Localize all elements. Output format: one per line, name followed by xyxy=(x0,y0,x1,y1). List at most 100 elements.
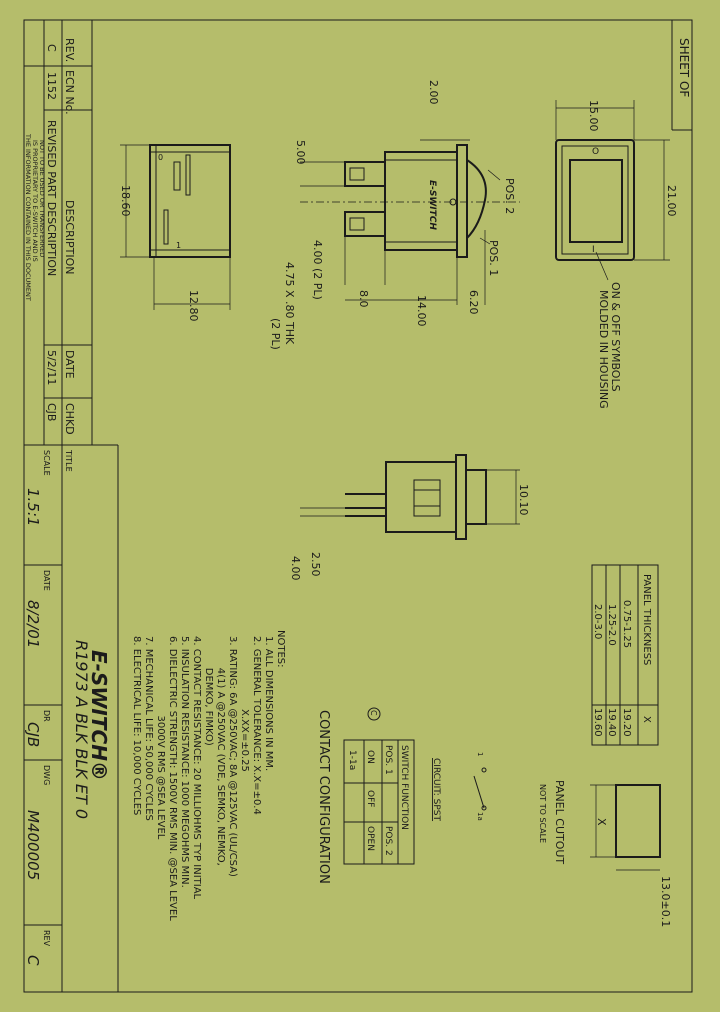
rev-label: REV xyxy=(42,930,51,947)
circuit-label: CIRCUIT: SPST xyxy=(431,758,441,822)
table-header-thickness: PANEL THICKNESS xyxy=(641,574,652,665)
note-line-4: 3. RATING: 6A @250VAC; 8A @125VAC (UL/CS… xyxy=(227,636,238,877)
pos2-header: POS. 2 xyxy=(383,826,393,856)
scale-label: SCALE xyxy=(42,450,51,476)
switch-front-view: O I 15.00 21.00 ON & OFF SYMBOLS MOLDED … xyxy=(555,100,678,409)
rev-value: C xyxy=(24,955,42,966)
panel-cutout-subtitle: NOT TO SCALE xyxy=(538,784,547,843)
dim-6-20: 6.20 xyxy=(467,290,480,315)
table-row-1-thickness: 0.75-1.25 xyxy=(621,600,632,648)
svg-text:I: I xyxy=(592,245,595,255)
sheet-of-box: SHEET OF xyxy=(671,20,692,131)
row-open: OPEN xyxy=(365,826,375,851)
revision-block: REV. ECN No. DESCRIPTION DATE CHKD C 115… xyxy=(24,20,118,446)
date-header: DATE xyxy=(63,350,76,379)
terminal-1: 1 xyxy=(476,752,484,756)
chkd-header: CHKD xyxy=(63,403,76,435)
note-line-12: 8. ELECTRICAL LIFE: 10,000 CYCLES xyxy=(131,636,142,815)
note-line-3: X.XX=±0.25 xyxy=(239,636,250,772)
symbols-note-1: ON & OFF SYMBOLS xyxy=(609,282,622,392)
panel-cutout: PANEL CUTOUT NOT TO SCALE X 13.0±0.1 xyxy=(538,780,672,927)
dim-14-00: 14.00 xyxy=(415,295,428,327)
notice-line-2: IS PROPRIETARY TO E-SWITCH AND IS xyxy=(31,140,39,262)
pos1-label: POS. 1 xyxy=(487,240,500,276)
note-line-9: 6. DIELECTRIC STRENGTH: 1500V RMS MIN. @… xyxy=(167,636,178,921)
table-row-2-x: 19.40 xyxy=(606,708,617,737)
row-terminals: 1-1a xyxy=(347,750,357,770)
note-line-11: 7. MECHANICAL LIFE: 50,000 CYCLES xyxy=(143,636,154,821)
dim-15-00: 15.00 xyxy=(587,100,600,132)
contact-configuration: CONTACT CONFIGURATION CIRCUIT: SPST C 1 … xyxy=(316,707,487,884)
dim-tab-2pl: (2 PL) xyxy=(269,318,282,350)
pos2-label: POS. 2 xyxy=(503,178,516,214)
ecn-header: ECN No. xyxy=(63,70,76,115)
sheet-label: SHEET OF xyxy=(677,38,691,97)
dwg-value: M400005 xyxy=(24,810,42,880)
date-value: 5/2/11 xyxy=(45,350,58,385)
switch-marking: E-SWITCH xyxy=(427,180,437,230)
panel-cutout-title: PANEL CUTOUT xyxy=(553,780,566,864)
table-row-2-thickness: 1.25-2.0 xyxy=(606,604,617,646)
pos1-header: POS. 1 xyxy=(383,745,393,775)
switch-side-view: E-SWITCH 2.00 5.00 8.0 14.00 6.20 4.00 (… xyxy=(269,80,520,350)
terminal-1a: 1a xyxy=(476,812,484,821)
dim-18-60: 18.60 xyxy=(119,185,132,217)
panel-thickness-table: PANEL THICKNESS X 0.75-1.25 19.20 1.25-2… xyxy=(591,564,659,746)
dim-tab: 4.75 X .80 THK xyxy=(283,262,296,345)
note-line-5: 4(1) A @250VAC (VDE, SEMKO, NEMKO, xyxy=(215,636,226,866)
description-value: REVISED PART DESCRIPTION xyxy=(45,120,58,276)
dim-10-10: 10.10 xyxy=(517,484,530,516)
dim-4-00: 4.00 xyxy=(289,556,302,581)
note-line-6: DEMKO, FIMKO) xyxy=(203,636,214,746)
dr-value: CJB xyxy=(24,722,42,747)
chkd-value: CJB xyxy=(45,403,58,421)
circle-marker: C xyxy=(369,710,378,716)
title-label: TITLE xyxy=(64,449,73,472)
table-row-3-x: 19.60 xyxy=(592,708,603,737)
note-line-8: 5. INSULATION RESISTANCE: 1000 MEGOHMS M… xyxy=(179,636,190,888)
dim-21-00: 21.00 xyxy=(665,185,678,217)
svg-text:0: 0 xyxy=(158,153,163,162)
scale-value: 1.5:1 xyxy=(24,488,42,526)
part-number: R1973 A BLK BLK ET 0 xyxy=(72,640,91,819)
dim-2-50: 2.50 xyxy=(309,552,322,577)
row-off: OFF xyxy=(365,790,375,807)
svg-text:O: O xyxy=(592,147,599,157)
date-value: 8/2/01 xyxy=(24,600,42,648)
sheet-border xyxy=(23,19,693,993)
dim-x: X xyxy=(595,818,608,826)
switch-bottom-view: 10.10 2.50 4.00 xyxy=(289,454,530,581)
rev-header: REV. xyxy=(63,38,76,62)
notes-block: NOTES: 1. ALL DIMENSIONS IN MM. 2. GENER… xyxy=(131,630,286,921)
dim-4-00-2pl: 4.00 (2 PL) xyxy=(311,240,324,300)
contact-title: CONTACT CONFIGURATION xyxy=(316,710,331,884)
description-header: DESCRIPTION xyxy=(63,200,76,274)
symbols-note-2: MOLDED IN HOUSING xyxy=(597,290,610,409)
table-row-1-x: 19.20 xyxy=(621,708,632,737)
date-label: DATE xyxy=(42,570,51,591)
notes-header: NOTES: xyxy=(275,630,286,668)
notice-line-1: THE INFORMATION CONTAINED IN THIS DOCUME… xyxy=(24,133,32,301)
function-header: SWITCH FUNCTION xyxy=(399,745,409,830)
note-line-10: 3000V RMS @SEA LEVEL xyxy=(155,636,166,840)
dim-2-00: 2.00 xyxy=(427,80,440,105)
title-block: TITLE R1973 A BLK BLK ET 0 SCALE 1.5:1 D… xyxy=(24,445,119,992)
rev-value: C xyxy=(45,44,58,52)
dim-12-80: 12.80 xyxy=(187,290,200,322)
note-line-2: 2. GENERAL TOLERANCE: X.X=±0.4 xyxy=(251,636,262,815)
dr-label: DR xyxy=(42,710,51,722)
dim-8-0: 8.0 xyxy=(357,290,370,308)
note-line-7: 4. CONTACT RESISTANCE: 20 MILLIOHMS TYP … xyxy=(191,636,202,900)
table-row-3-thickness: 2.0-3.0 xyxy=(592,604,603,639)
table-header-x: X xyxy=(641,716,652,723)
svg-text:1: 1 xyxy=(176,241,181,250)
switch-top-view: 0 1 18.60 12.80 xyxy=(119,144,231,322)
note-line-1: 1. ALL DIMENSIONS IN MM. xyxy=(263,636,274,771)
ecn-value: 1152 xyxy=(45,72,58,100)
e-switch-logo: E-SWITCH® xyxy=(87,650,111,781)
dim-5-00: 5.00 xyxy=(294,140,307,165)
dwg-label: DWG xyxy=(42,765,51,785)
notice-line-3: NOT TO BE USED OR TRANSFERRED xyxy=(38,140,46,257)
dim-13-0: 13.0±0.1 xyxy=(659,876,672,927)
